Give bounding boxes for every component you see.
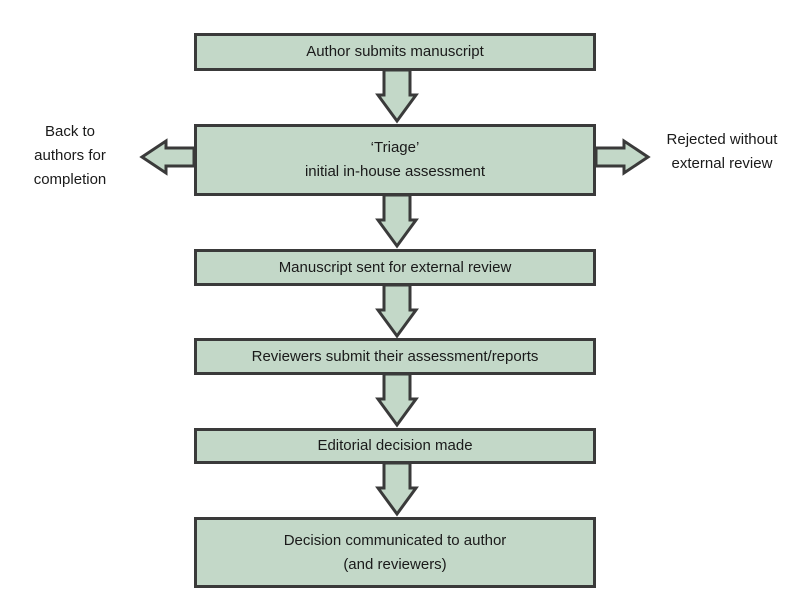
box-triage-subtitle: initial in-house assessment (304, 163, 486, 180)
side-right-line2: external review (671, 155, 773, 172)
side-left-line2: authors for (34, 147, 106, 164)
side-left-line1: Back to (44, 123, 96, 140)
arrow-down-1 (375, 68, 419, 124)
box-editorial-decision-label: Editorial decision made (317, 437, 473, 454)
box-author-submits-label: Author submits manuscript (306, 43, 484, 60)
box-reviewers-submit-label: Reviewers submit their assessment/report… (251, 347, 539, 365)
box-triage: ‘Triage’ initial in-house assessment (194, 124, 596, 196)
arrow-down-2 (375, 193, 419, 249)
box-editorial-decision: Editorial decision made (194, 428, 596, 464)
arrow-right (594, 138, 651, 176)
box-external-review-label: Manuscript sent for external review (278, 258, 512, 276)
box-author-submits: Author submits manuscript (194, 33, 596, 71)
side-label-back-to-authors: Back to authors for completion (14, 120, 126, 192)
box-reviewers-submit: Reviewers submit their assessment/report… (194, 338, 596, 375)
box-triage-title: ‘Triage’ (370, 139, 420, 156)
box-decision-line1: Decision communicated to author (283, 531, 507, 549)
arrow-down-5 (375, 461, 419, 517)
box-decision-communicated: Decision communicated to author (and rev… (194, 517, 596, 588)
box-decision-line2: (and reviewers) (343, 555, 447, 573)
side-right-line1: Rejected without (666, 131, 778, 148)
arrow-down-3 (375, 283, 419, 339)
arrow-down-4 (375, 372, 419, 428)
box-external-review: Manuscript sent for external review (194, 249, 596, 286)
side-label-rejected: Rejected without external review (652, 128, 792, 176)
side-left-line3: completion (33, 171, 107, 188)
arrow-left (139, 138, 196, 176)
